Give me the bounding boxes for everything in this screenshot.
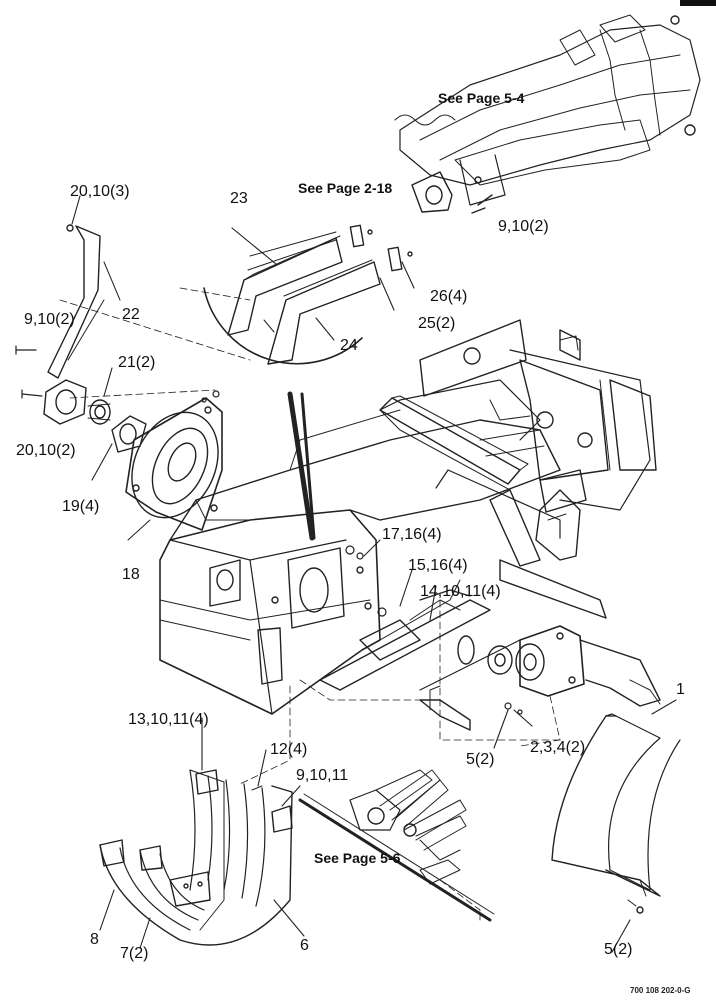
drawing-code: 700 108 202-0-G	[630, 986, 691, 995]
corner-mark	[680, 0, 716, 6]
callout-15-16-4: 15,16(4)	[408, 557, 468, 574]
callout-21-2: 21(2)	[118, 354, 156, 371]
end-plate	[125, 397, 223, 541]
upper-frame-assembly	[394, 14, 701, 206]
shaft-assembly	[457, 625, 661, 747]
lower-shields	[99, 685, 293, 946]
callout-5-2-bottom: 5(2)	[604, 941, 633, 958]
callout-6: 6	[300, 937, 309, 954]
callout-9-10-2-left: 9,10(2)	[24, 311, 75, 328]
lower-tubes	[299, 579, 561, 741]
callout-13-10-11-4: 13,10,11(4)	[128, 711, 209, 728]
callout-8: 8	[90, 931, 99, 948]
callout-12-4: 12(4)	[270, 741, 308, 758]
callout-5-2-mid: 5(2)	[466, 751, 495, 768]
reference-page-5-4: See Page 5-4	[438, 90, 525, 106]
callout-7-2: 7(2)	[120, 945, 149, 962]
callout-19-4: 19(4)	[62, 498, 100, 515]
callout-24: 24	[340, 337, 358, 354]
callout-9-10-11: 9,10,11	[296, 767, 349, 784]
small-hardware	[201, 390, 523, 715]
callout-1: 1	[676, 681, 685, 698]
lower-center-assembly	[298, 769, 495, 922]
callout-2-3-4-2: 2,3,4(2)	[530, 739, 586, 756]
callout-20-10-2: 20,10(2)	[16, 442, 76, 459]
bearing-bracket	[411, 171, 493, 214]
callout-9-10-2-right: 9,10(2)	[498, 218, 549, 235]
callout-17-16-4: 17,16(4)	[382, 526, 442, 543]
callout-14-10-11-4: 14,10,11(4)	[420, 583, 501, 600]
leader-lines	[71, 195, 677, 953]
reference-page-5-6: See Page 5-6	[314, 850, 401, 866]
callout-20-10-3: 20,10(3)	[70, 183, 130, 200]
curved-shield	[551, 713, 681, 914]
main-frame	[159, 319, 657, 715]
callout-23: 23	[230, 190, 248, 207]
reference-page-2-18: See Page 2-18	[298, 180, 393, 196]
callout-26-4: 26(4)	[430, 288, 468, 305]
callout-25-2: 25(2)	[418, 315, 456, 332]
left-bearing-group	[15, 224, 251, 453]
callout-22: 22	[122, 306, 140, 323]
callout-18: 18	[122, 566, 140, 583]
